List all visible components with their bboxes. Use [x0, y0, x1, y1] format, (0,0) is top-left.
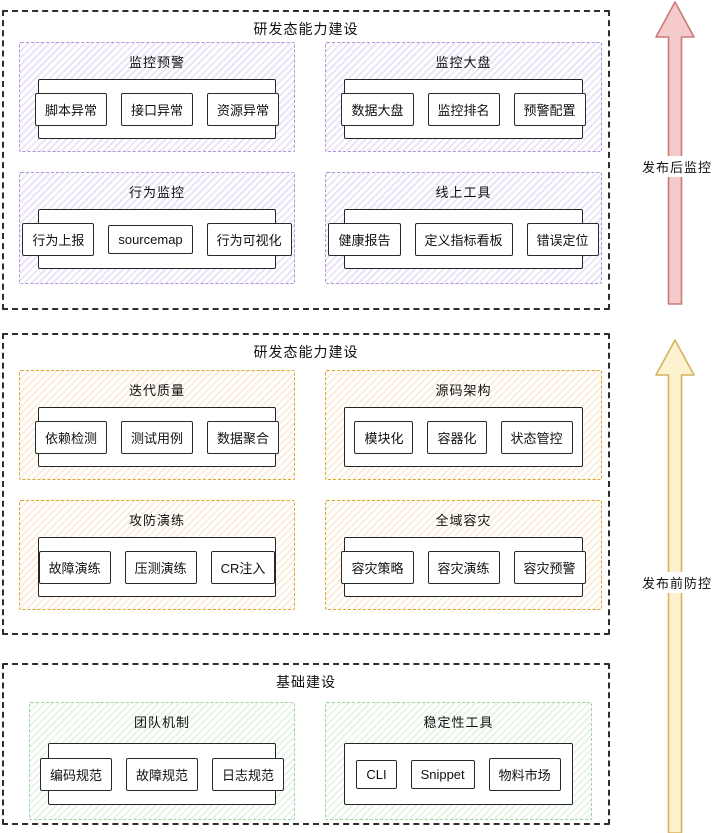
group-title: 源码架构 [435, 383, 492, 398]
group-title: 稳定性工具 [423, 715, 494, 730]
group-team-mechanism: 团队机制 编码规范 故障规范 日志规范 [29, 702, 295, 820]
group-title: 线上工具 [435, 185, 492, 200]
item-box: 容灾策略 [341, 550, 414, 584]
item-box: CR注入 [210, 550, 276, 584]
item-box: 测试用例 [121, 420, 194, 454]
item-box: 压测演练 [124, 550, 197, 584]
group-online-tools: 线上工具 健康报告 定义指标看板 错误定位 [325, 172, 602, 284]
group-monitor-dashboard: 监控大盘 数据大盘 监控排名 预警配置 [325, 42, 602, 152]
group-title: 监控预警 [128, 55, 185, 70]
item-box: 日志规范 [212, 757, 285, 791]
group-inner-panel: 依赖检测 测试用例 数据聚合 [34, 407, 280, 467]
item-box: 容灾预警 [513, 550, 586, 584]
section-title: 基础建设 [276, 674, 336, 690]
section-pre-release: 研发态能力建设 迭代质量 依赖检测 测试用例 数据聚合 源码架构 模块化 容器化… [2, 333, 610, 635]
group-inner-panel: 故障演练 压测演练 CR注入 [38, 537, 276, 597]
group-title: 迭代质量 [128, 383, 185, 398]
item-box: 故障演练 [38, 550, 111, 584]
group-inner-panel: 行为上报 sourcemap 行为可视化 [22, 209, 292, 269]
post-release-arrow-label: 发布后监控 [638, 156, 715, 177]
group-iteration-quality: 迭代质量 依赖检测 测试用例 数据聚合 [19, 370, 295, 480]
pre-release-arrow-label: 发布前防控 [638, 572, 715, 593]
group-behavior-monitor: 行为监控 行为上报 sourcemap 行为可视化 [19, 172, 295, 284]
group-inner-panel: 模块化 容器化 状态管控 [344, 407, 583, 467]
group-source-architecture: 源码架构 模块化 容器化 状态管控 [325, 370, 602, 480]
group-stability-tools: 稳定性工具 CLI Snippet 物料市场 [325, 702, 592, 820]
item-box: 物料市场 [488, 757, 561, 791]
item-box: 定义指标看板 [414, 222, 513, 256]
section-title: 研发态能力建设 [253, 21, 359, 37]
item-box: 脚本异常 [34, 92, 107, 126]
group-title: 行为监控 [128, 185, 185, 200]
group-inner-panel: 数据大盘 监控排名 预警配置 [341, 79, 586, 139]
item-box: 容器化 [427, 420, 487, 454]
group-inner-panel: 健康报告 定义指标看板 错误定位 [328, 209, 599, 269]
item-box: 编码规范 [39, 757, 112, 791]
item-box: 容灾演练 [427, 550, 500, 584]
group-title: 攻防演练 [128, 513, 185, 528]
group-inner-panel: 脚本异常 接口异常 资源异常 [34, 79, 280, 139]
group-inner-panel: 编码规范 故障规范 日志规范 [39, 743, 285, 805]
group-title: 团队机制 [133, 715, 190, 730]
item-box: 数据大盘 [341, 92, 414, 126]
section-post-release: 研发态能力建设 监控预警 脚本异常 接口异常 资源异常 监控大盘 数据大盘 监控… [2, 10, 610, 310]
item-box: 故障规范 [126, 757, 199, 791]
group-title: 监控大盘 [435, 55, 492, 70]
group-attack-defense-drill: 攻防演练 故障演练 压测演练 CR注入 [19, 500, 295, 610]
item-box: 行为可视化 [206, 222, 292, 256]
item-box: 行为上报 [22, 222, 95, 256]
item-box: Snippet [410, 759, 475, 789]
post-release-up-arrow-icon [655, 1, 695, 305]
group-global-disaster-recovery: 全域容灾 容灾策略 容灾演练 容灾预警 [325, 500, 602, 610]
item-box: 预警配置 [513, 92, 586, 126]
item-box: sourcemap [108, 224, 193, 254]
item-box: 健康报告 [328, 222, 401, 256]
item-box: 监控排名 [427, 92, 500, 126]
item-box: 依赖检测 [34, 420, 107, 454]
item-box: CLI [356, 759, 397, 789]
item-box: 接口异常 [121, 92, 194, 126]
section-infrastructure: 基础建设 团队机制 编码规范 故障规范 日志规范 稳定性工具 CLI Snipp… [2, 663, 610, 825]
group-title: 全域容灾 [435, 513, 492, 528]
group-inner-panel: 容灾策略 容灾演练 容灾预警 [341, 537, 586, 597]
section-title: 研发态能力建设 [253, 344, 359, 360]
item-box: 错误定位 [526, 222, 599, 256]
item-box: 资源异常 [207, 92, 280, 126]
item-box: 数据聚合 [207, 420, 280, 454]
group-inner-panel: CLI Snippet 物料市场 [344, 743, 573, 805]
item-box: 模块化 [354, 420, 414, 454]
item-box: 状态管控 [500, 420, 573, 454]
group-monitor-alert: 监控预警 脚本异常 接口异常 资源异常 [19, 42, 295, 152]
